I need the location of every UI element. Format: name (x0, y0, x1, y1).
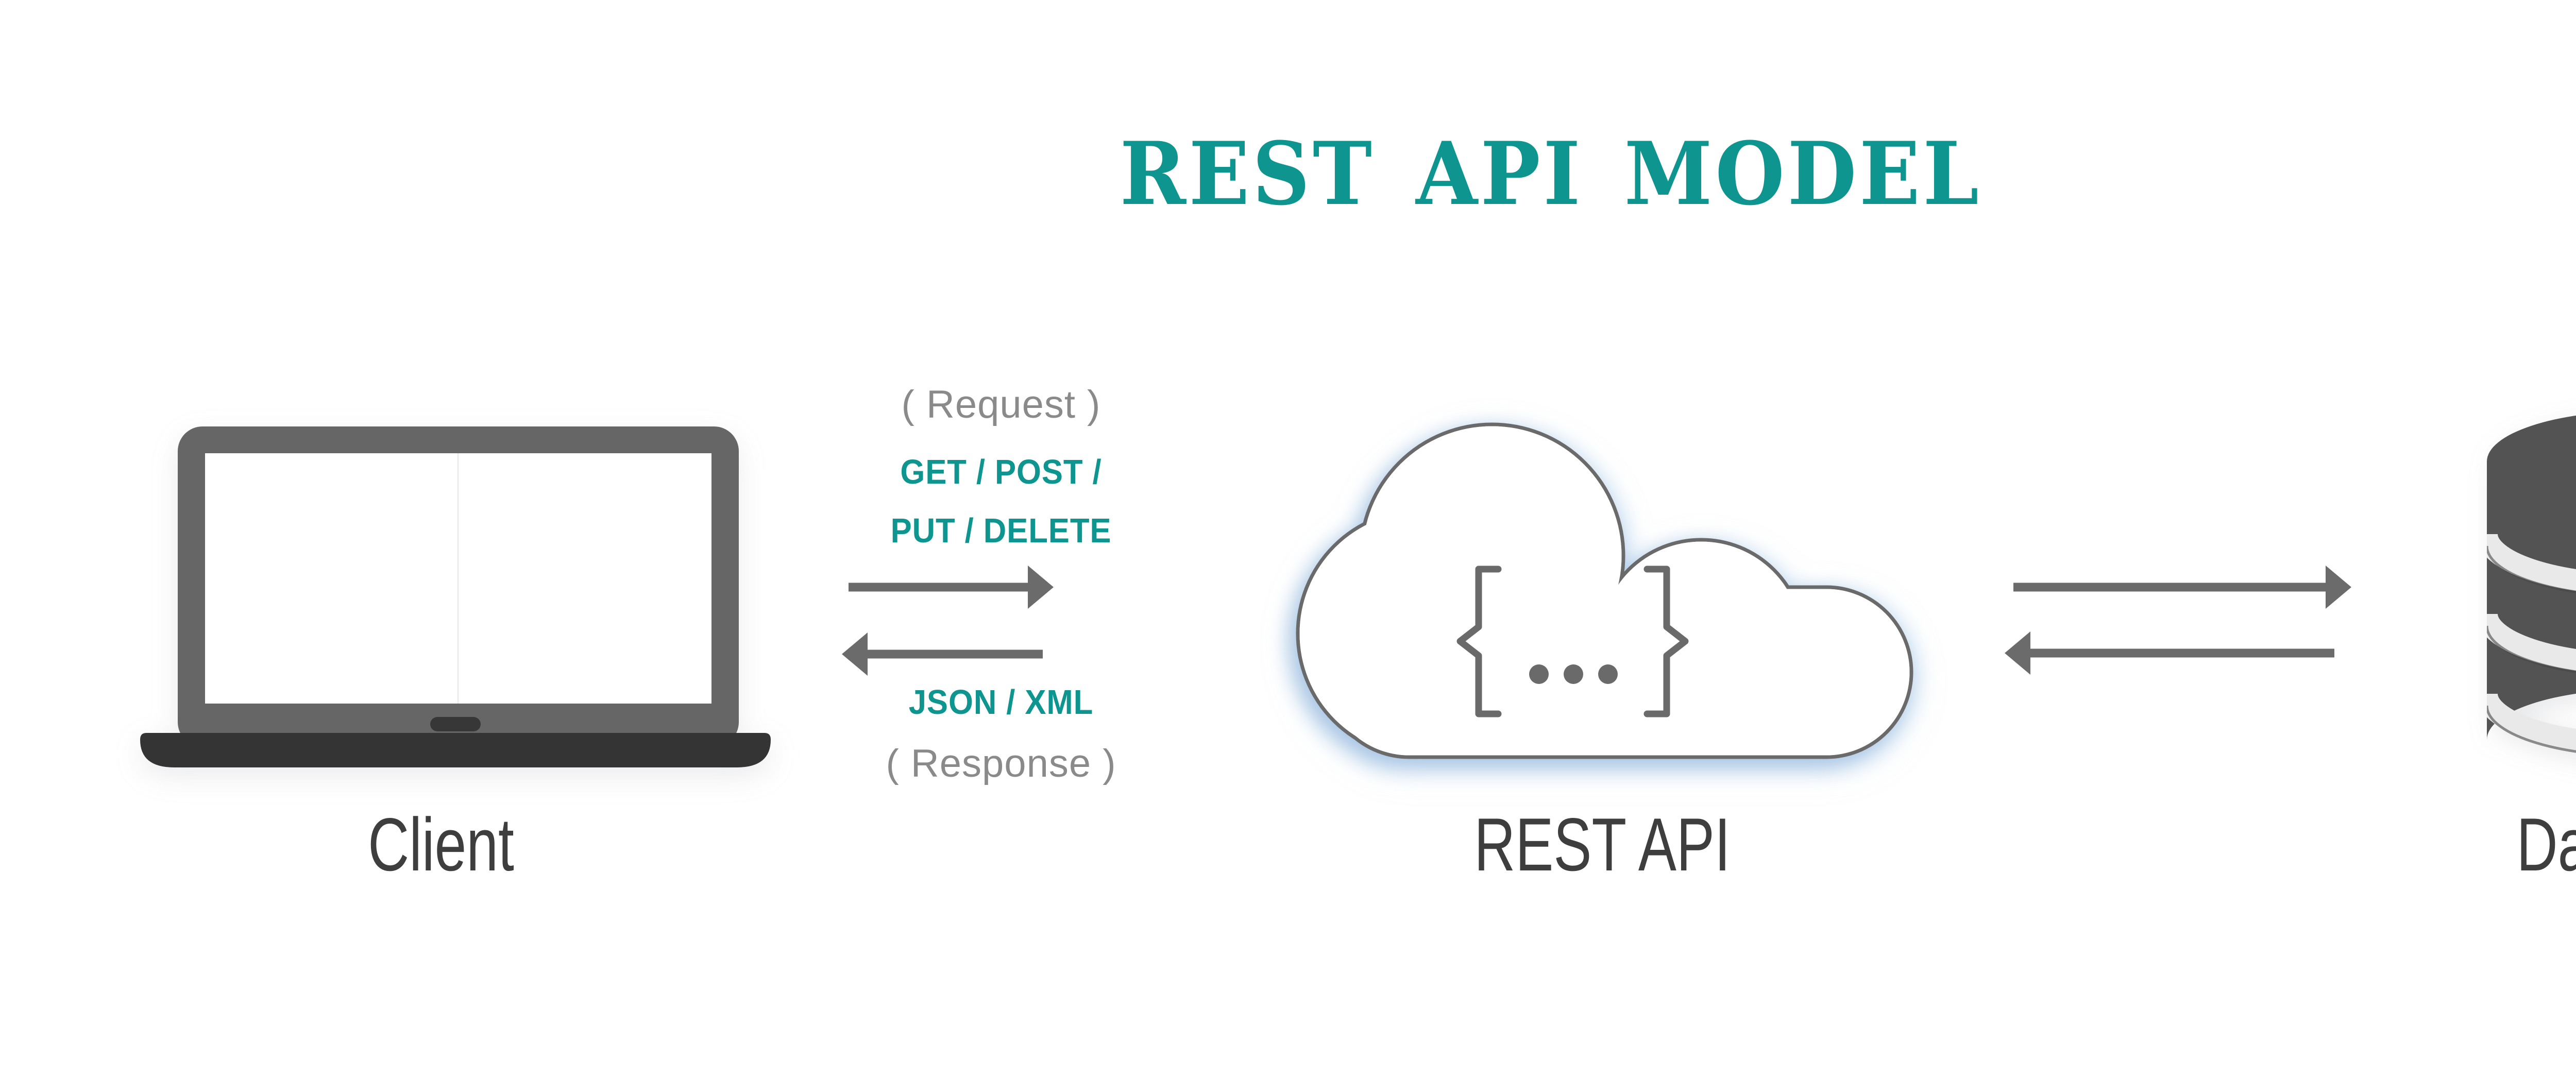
cloud-icon (1296, 422, 1913, 759)
database-to-api-arrow-head (2005, 631, 2030, 675)
request-methods-line1: GET / POST / (900, 453, 1102, 491)
database-to-api-arrow-shaft (2028, 648, 2334, 658)
api-to-database-arrow-icon (2013, 566, 2351, 609)
database-disk-edges (2487, 545, 2576, 758)
code-dots-icon (1529, 664, 1618, 684)
code-braces-icon (1456, 566, 1689, 717)
left-brace (1456, 566, 1502, 717)
diagram-title: REST API MODEL (1120, 123, 1982, 225)
database-disk-gaps (2487, 533, 2576, 755)
response-arrow-icon (842, 632, 1043, 676)
laptop-icon (140, 426, 771, 767)
request-arrow-shaft (849, 583, 1030, 592)
request-arrow-icon (849, 566, 1054, 609)
laptop-notch (430, 717, 481, 731)
response-caption: ( Response ) (886, 742, 1116, 785)
rest-api-label: REST API (1474, 802, 1731, 886)
request-methods-line2: PUT / DELETE (890, 511, 1112, 550)
right-brace (1643, 566, 1689, 717)
api-to-database-arrow-head (2326, 566, 2351, 609)
laptop-base (140, 733, 771, 767)
api-to-database-arrow-shaft (2013, 583, 2328, 592)
database-label: Database (2516, 802, 2576, 886)
response-formats: JSON / XML (908, 683, 1094, 722)
database-icon (2487, 415, 2576, 758)
response-arrow-shaft (866, 649, 1043, 659)
request-arrow-head (1028, 566, 1054, 609)
database-to-api-arrow-icon (2005, 631, 2334, 675)
request-caption: ( Request ) (901, 383, 1101, 426)
cloud-fill (1299, 426, 1910, 756)
client-label: Client (368, 802, 514, 886)
response-arrow-head (842, 632, 868, 676)
